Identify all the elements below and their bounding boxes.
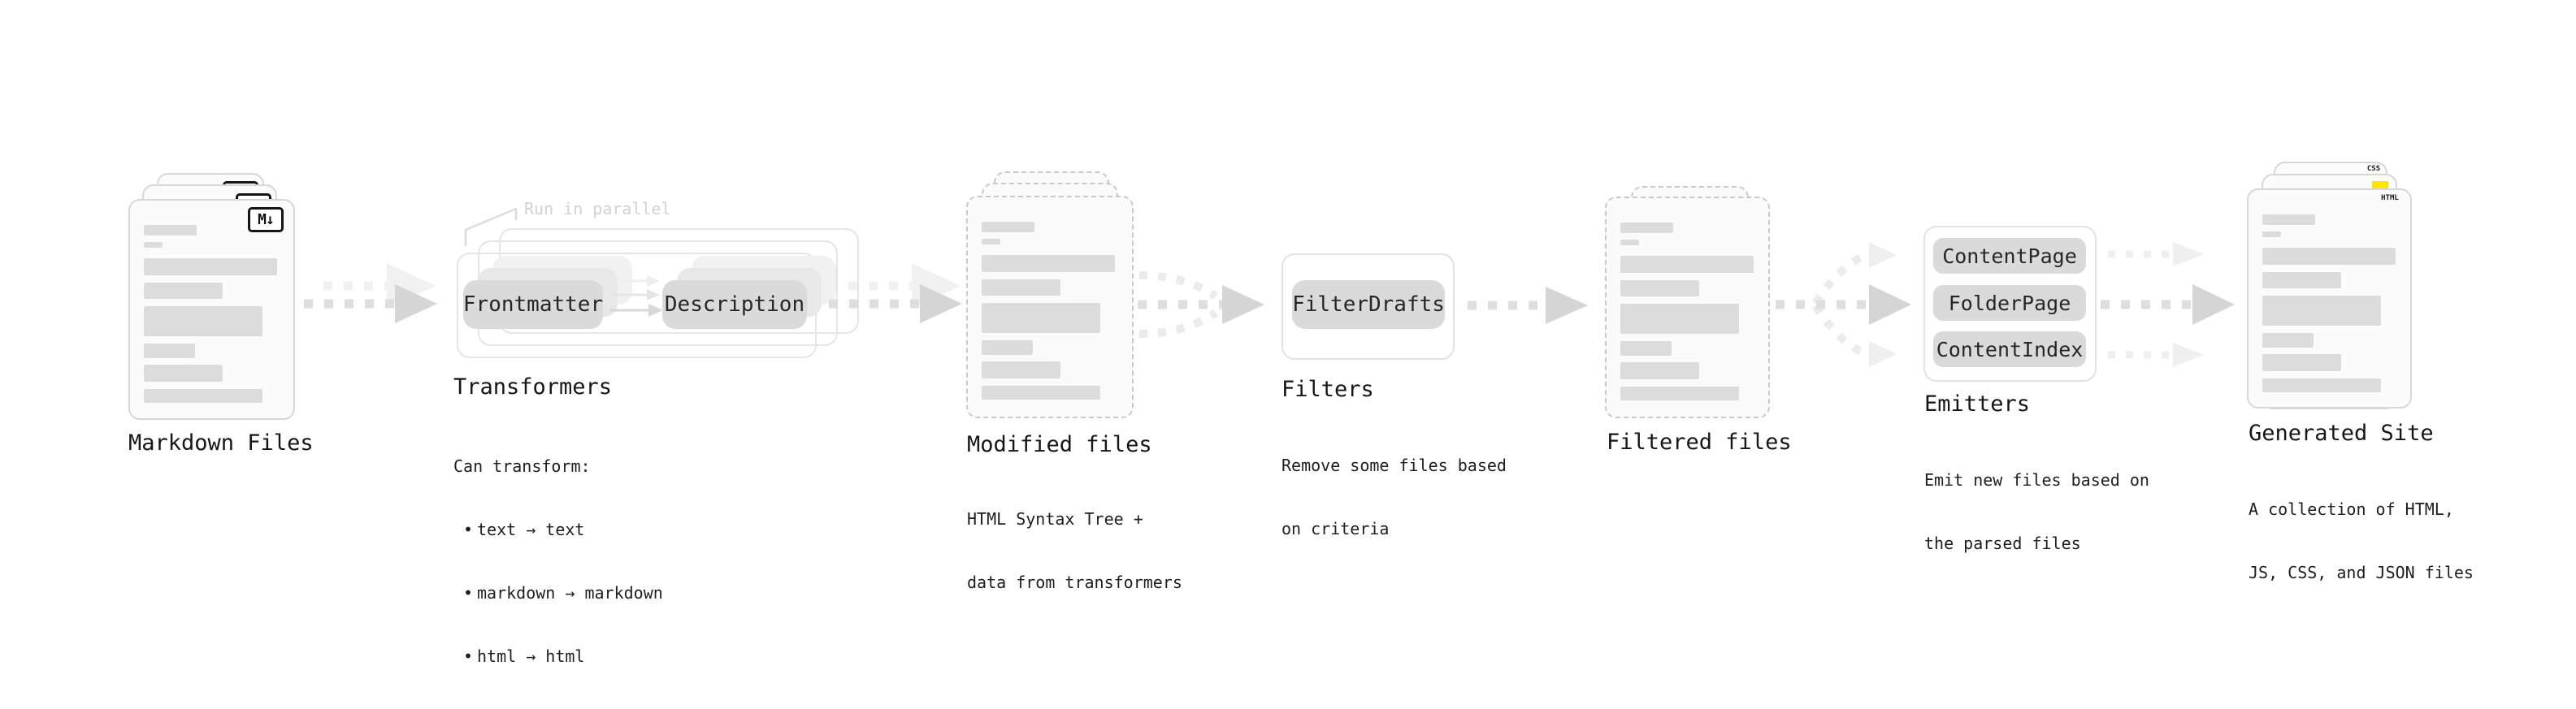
contentpage-chip: ContentPage — [1933, 238, 2086, 274]
html5-icon-word: HTML — [2381, 194, 2399, 202]
run-in-parallel-annotation: Run in parallel — [524, 199, 671, 218]
skeleton-line — [1620, 304, 1739, 334]
skeleton-line — [1620, 280, 1699, 296]
skeleton-line — [1620, 362, 1699, 379]
skeleton-line — [982, 361, 1060, 378]
desc-line: data from transformers — [967, 573, 1182, 592]
markdown-files-title: Markdown Files — [128, 430, 314, 456]
skeleton-line — [982, 255, 1115, 272]
skeleton-line — [1620, 341, 1672, 356]
skeleton-line — [144, 283, 223, 299]
description-chip: Description — [662, 280, 807, 329]
contentindex-chip: ContentIndex — [1933, 331, 2086, 367]
skeleton-line — [2262, 214, 2315, 225]
skeleton-line — [2262, 333, 2314, 348]
skeleton-line — [1620, 223, 1673, 233]
pipeline-diagram: M↓ M↓ M↓ Markdown Files Run in parallel — [0, 0, 2576, 681]
skeleton-line — [144, 242, 163, 248]
desc-line: HTML Syntax Tree + — [967, 509, 1143, 529]
filtered-file-card-front — [1605, 197, 1770, 418]
annotation-callout-line — [464, 207, 518, 247]
bullet-item: html → html — [453, 646, 663, 667]
filters-title: Filters — [1281, 377, 1374, 402]
skeleton-line — [144, 344, 195, 358]
emitters-title: Emitters — [1924, 391, 2031, 417]
css-icon-label: CSS — [2366, 165, 2381, 173]
frontmatter-chip: Frontmatter — [463, 280, 603, 329]
bullet-item: text → text — [453, 519, 663, 540]
generated-file-card-html: HTML 5 — [2247, 188, 2412, 409]
skeleton-line — [144, 306, 262, 336]
desc-line: on criteria — [1281, 519, 1390, 538]
skeleton-line — [982, 340, 1033, 355]
desc-line: Emit new files based on — [1924, 470, 2149, 490]
skeleton-line — [2262, 378, 2381, 392]
skeleton-line — [2262, 272, 2341, 288]
skeleton-line — [2262, 231, 2281, 237]
modified-file-card-front — [966, 196, 1134, 418]
bullet-item: markdown → markdown — [453, 582, 663, 603]
folderpage-chip: FolderPage — [1933, 285, 2086, 321]
skeleton-line — [1620, 387, 1739, 400]
js-icon — [2372, 181, 2388, 189]
skeleton-line — [982, 239, 1000, 244]
skeleton-line — [2262, 354, 2341, 371]
markdown-file-card-front: M↓ — [128, 199, 295, 420]
skeleton-line — [144, 365, 223, 382]
transformers-description: Can transform: text → text markdown → ma… — [453, 413, 663, 709]
transformers-title: Transformers — [453, 374, 613, 400]
filtered-files-title: Filtered files — [1607, 430, 1792, 455]
skeleton-line — [982, 222, 1034, 232]
markdown-icon: M↓ — [248, 207, 284, 232]
skeleton-line — [982, 279, 1060, 296]
arrow-emitters-to-generated — [2101, 242, 2235, 367]
filters-description: Remove some files based on criteria — [1281, 413, 1507, 581]
skeleton-line — [982, 303, 1100, 333]
filterdrafts-chip: FilterDrafts — [1292, 280, 1445, 329]
skeleton-line — [1620, 240, 1639, 245]
arrow-modified-to-filters — [1138, 271, 1264, 338]
arrow-transformers-to-modified — [829, 263, 962, 323]
arrow-filtered-to-emitters — [1776, 242, 1911, 367]
skeleton-line — [144, 389, 262, 403]
skeleton-line — [144, 225, 197, 236]
desc-line: A collection of HTML, — [2249, 499, 2454, 519]
generated-site-description: A collection of HTML, JS, CSS, and JSON … — [2249, 456, 2474, 625]
modified-files-title: Modified files — [967, 432, 1152, 457]
html5-icon: HTML 5 — [2379, 194, 2400, 202]
desc-line: Remove some files based — [1281, 456, 1507, 475]
generated-site-title: Generated Site — [2249, 421, 2434, 446]
skeleton-line — [982, 386, 1100, 400]
emitters-description: Emit new files based on the parsed files — [1924, 427, 2149, 596]
desc-heading: Can transform: — [453, 456, 591, 476]
modified-files-description: HTML Syntax Tree + data from transformer… — [967, 466, 1182, 635]
arrow-markdown-to-transformers — [304, 263, 437, 323]
skeleton-line — [1620, 256, 1754, 273]
skeleton-line — [2262, 248, 2396, 265]
desc-line: the parsed files — [1924, 534, 2081, 553]
arrow-filters-to-filtered — [1468, 287, 1588, 324]
desc-line: JS, CSS, and JSON files — [2249, 563, 2474, 582]
chip-to-chip-arrows — [609, 275, 663, 317]
skeleton-line — [2262, 296, 2381, 326]
skeleton-line — [144, 258, 277, 275]
